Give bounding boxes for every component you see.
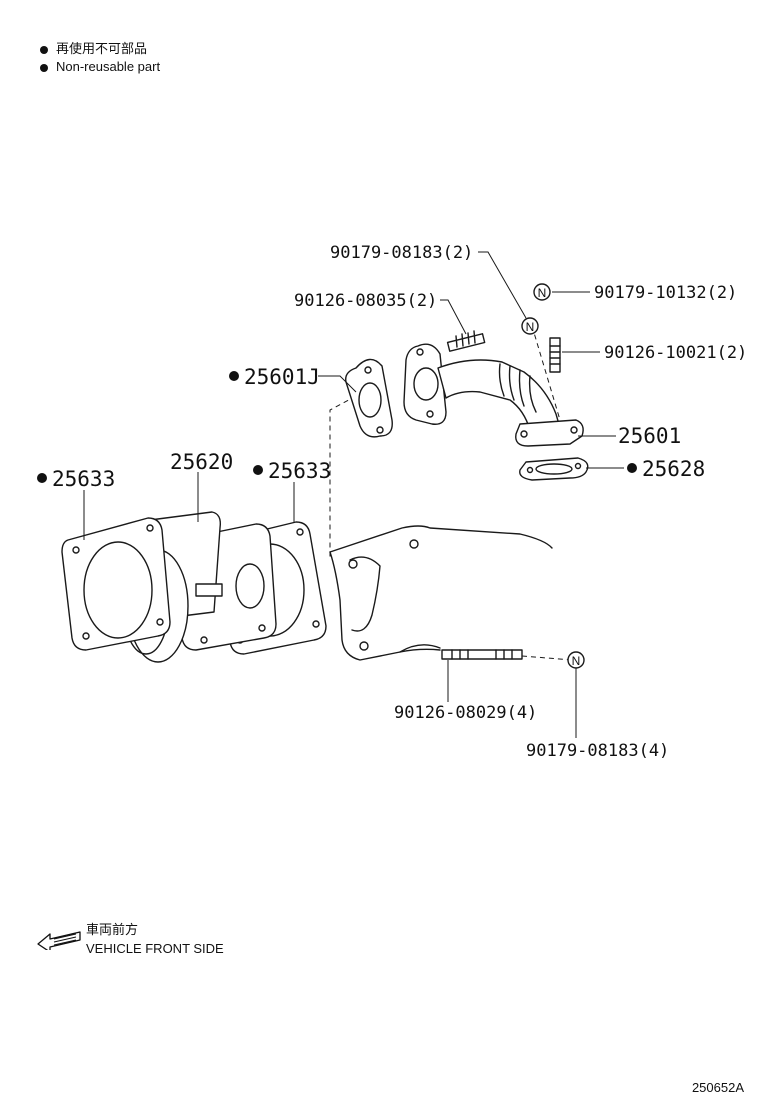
nut-symbol: N — [526, 320, 535, 334]
stud-bolt-90126-08029-drawing — [441, 649, 523, 660]
front-label: 車両前方 VEHICLE FRONT SIDE — [86, 920, 224, 958]
egr-pipe-25601-drawing — [403, 343, 584, 447]
gasket-25628-drawing — [519, 457, 589, 481]
callout-25601j: 25601J — [244, 365, 320, 389]
nut-symbol: N — [572, 654, 581, 668]
callout-90179-08183-upper: 90179-08183(2) — [330, 243, 473, 263]
nut-90179-08183-lower: N — [567, 651, 585, 669]
callout-25633-right: 25633 — [268, 459, 331, 483]
front-label-en: VEHICLE FRONT SIDE — [86, 941, 224, 956]
gasket-25601j-drawing — [345, 358, 393, 438]
callout-90179-08183-lower: 90179-08183(4) — [526, 741, 669, 761]
nonreusable-dot-icon — [40, 45, 48, 54]
legend-en: Non-reusable part — [56, 59, 161, 74]
alignment-line — [531, 325, 561, 421]
callout-90179-10132: 90179-10132(2) — [594, 283, 737, 303]
legend-row-jp: 再使用不可部品 — [40, 40, 160, 58]
alignment-line — [521, 655, 573, 661]
callout-90126-10021: 90126-10021(2) — [604, 343, 747, 363]
nut-symbol: N — [538, 286, 547, 300]
callout-90126-08029: 90126-08029(4) — [394, 703, 537, 723]
leader-line — [318, 375, 357, 393]
nonreusable-dot-icon — [229, 371, 239, 381]
legend-jp: 再使用不可部品 — [56, 41, 148, 56]
diagram-reference-number: 250652A — [691, 1080, 744, 1095]
front-arrow-icon — [37, 931, 81, 950]
callout-25601: 25601 — [618, 424, 681, 448]
stud-bolt-90126-10021-drawing — [549, 337, 561, 373]
nut-90179-08183-upper: N — [521, 317, 539, 335]
callout-90126-08035: 90126-08035(2) — [294, 291, 437, 311]
exhaust-manifold-drawing — [329, 525, 553, 661]
nonreusable-dot-icon — [253, 465, 263, 475]
nonreusable-dot-icon — [40, 63, 48, 72]
nut-90179-10132: N — [533, 283, 551, 301]
callout-25620: 25620 — [170, 450, 233, 474]
nonreusable-dot-icon — [37, 473, 47, 483]
legend: 再使用不可部品 Non-reusable part — [40, 40, 160, 76]
leader-line — [440, 299, 467, 335]
callout-25628: 25628 — [642, 457, 705, 481]
nonreusable-dot-icon — [627, 463, 637, 473]
legend-row-en: Non-reusable part — [40, 58, 160, 76]
stud-bolt-90126-08035-drawing — [446, 330, 486, 352]
callout-25633-left: 25633 — [52, 467, 115, 491]
leader-line — [478, 251, 527, 319]
front-label-jp: 車両前方 — [86, 922, 139, 937]
gasket-25633-left-drawing — [61, 517, 171, 651]
alignment-line — [329, 395, 357, 560]
